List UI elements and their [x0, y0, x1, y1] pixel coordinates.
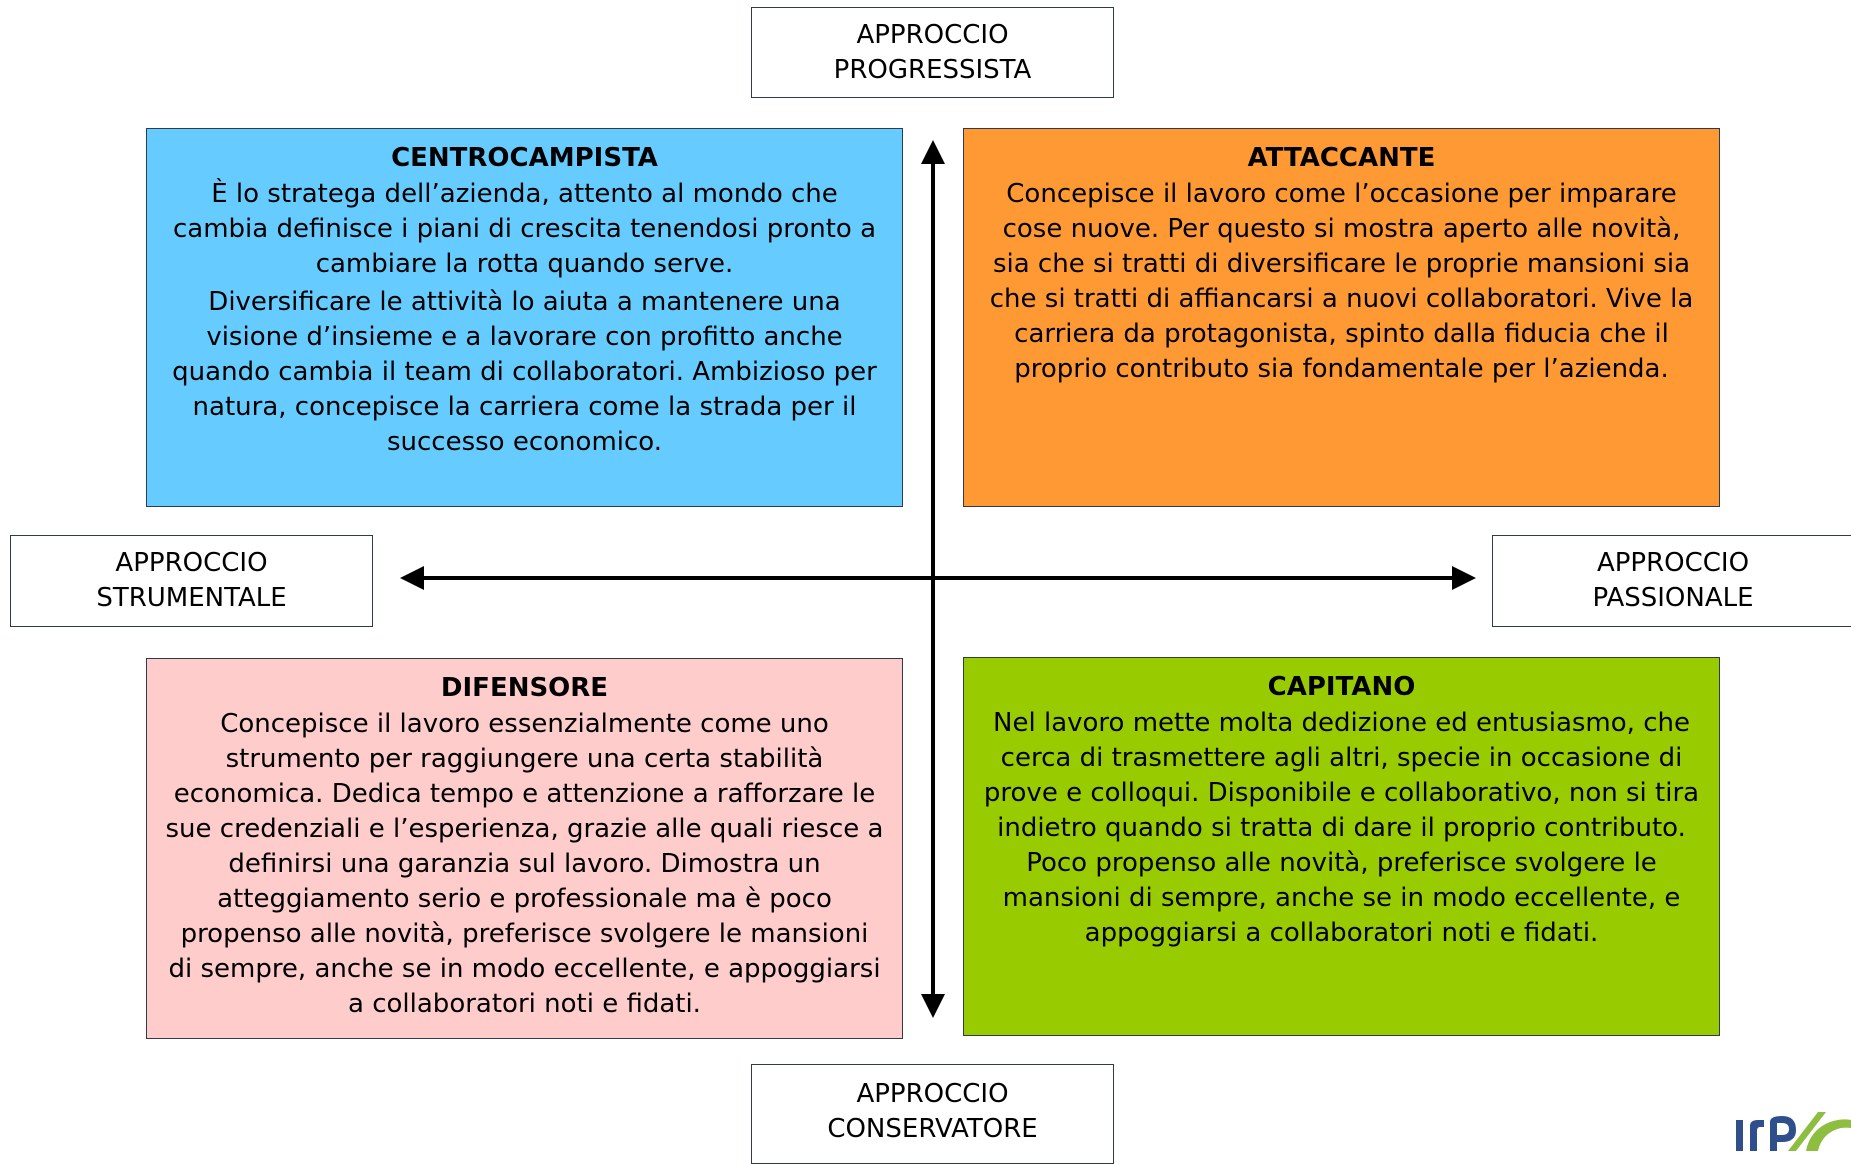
quadrant-text: Concepisce il lavoro come l’occasione pe… — [989, 179, 1694, 384]
quadrant-text: Nel lavoro mette molta dedizione ed entu… — [983, 708, 1700, 948]
axis-label-progressista: APPROCCIO PROGRESSISTA — [751, 7, 1114, 98]
axis-label-passionale: APPROCCIO PASSIONALE — [1492, 535, 1851, 627]
quadrant-title: CAPITANO — [1267, 672, 1416, 702]
axis-label-line: STRUMENTALE — [96, 583, 287, 613]
quadrant-centrocampista: CENTROCAMPISTA È lo stratega dell’aziend… — [146, 128, 903, 507]
quadrant-text: È lo stratega dell’azienda, attento al m… — [172, 179, 877, 279]
axis-label-line: APPROCCIO — [115, 548, 268, 578]
quadrant-attaccante: ATTACCANTE Concepisce il lavoro come l’o… — [963, 128, 1720, 507]
quadrant-title: DIFENSORE — [440, 673, 609, 703]
axis-label-line: CONSERVATORE — [827, 1114, 1038, 1144]
axis-label-line: APPROCCIO — [856, 1079, 1009, 1109]
quadrant-difensore: DIFENSORE Concepisce il lavoro essenzial… — [146, 658, 903, 1039]
irp-logo — [1730, 1108, 1851, 1151]
quadrant-title: CENTROCAMPISTA — [391, 143, 658, 173]
quadrant-title: ATTACCANTE — [1247, 143, 1436, 173]
axis-label-conservatore: APPROCCIO CONSERVATORE — [751, 1064, 1114, 1164]
quadrant-capitano: CAPITANO Nel lavoro mette molta dedizion… — [963, 657, 1720, 1036]
axis-label-line: PASSIONALE — [1592, 583, 1754, 613]
axis-label-line: APPROCCIO — [856, 19, 1009, 50]
quadrant-text: Diversificare le attività lo aiuta a man… — [172, 287, 877, 457]
quadrant-text: Concepisce il lavoro essenzialmente come… — [165, 709, 884, 1019]
axis-label-line: APPROCCIO — [1596, 548, 1750, 578]
axis-label-line: PROGRESSISTA — [833, 54, 1032, 85]
axis-label-strumentale: APPROCCIO STRUMENTALE — [10, 535, 373, 627]
